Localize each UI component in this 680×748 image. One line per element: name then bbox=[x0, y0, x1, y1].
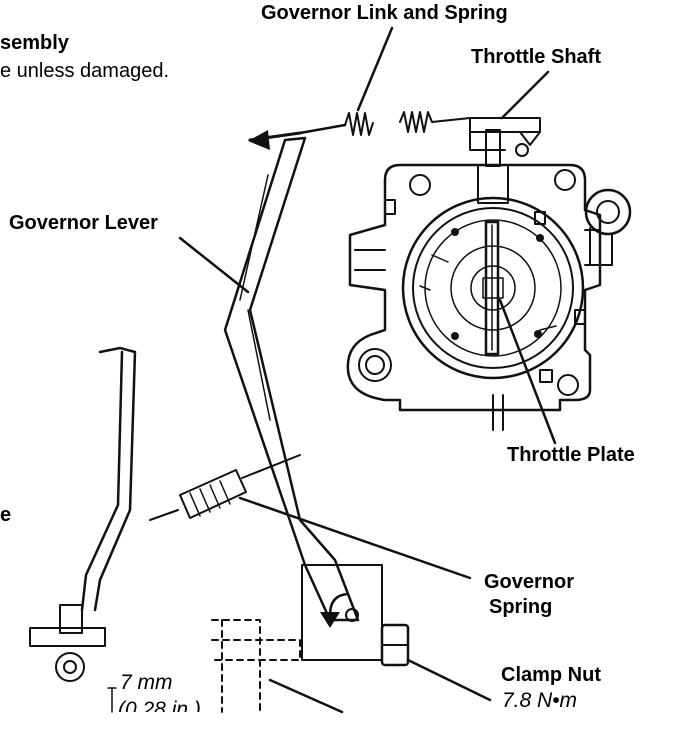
clipped-side-fragment: e bbox=[0, 504, 12, 526]
governor-spring-label-line1: Governor bbox=[484, 571, 575, 593]
clipped-body-fragment: e unless damaged. bbox=[0, 60, 170, 82]
clamp-nut bbox=[380, 623, 410, 667]
throttle-plate bbox=[484, 220, 500, 356]
clipped-heading-fragment: sembly bbox=[0, 32, 69, 54]
dimension-bracket bbox=[107, 687, 117, 713]
linkage-rod bbox=[29, 346, 137, 682]
governor-shaft bbox=[211, 619, 301, 713]
carburetor-body bbox=[346, 163, 602, 412]
governor-spring-label-line2: Spring bbox=[489, 596, 553, 618]
governor-link-and-spring bbox=[298, 111, 471, 136]
throttle-shaft bbox=[469, 117, 541, 431]
governor-lever-label: Governor Lever bbox=[9, 212, 158, 234]
idle-screw-boss bbox=[584, 188, 632, 266]
throttle-plate-label: Throttle Plate bbox=[507, 444, 635, 466]
dimension-in-label: (0.28 in.) bbox=[118, 698, 201, 712]
dimension-mm-label: 7 mm bbox=[120, 671, 173, 694]
governor-lever bbox=[223, 136, 383, 661]
carburetor-bore bbox=[401, 196, 585, 380]
governor-link-and-spring-label: Governor Link and Spring bbox=[261, 2, 508, 24]
clamp-nut-label: Clamp Nut bbox=[501, 664, 601, 686]
throttle-shaft-label: Throttle Shaft bbox=[471, 46, 601, 68]
clamp-nut-torque: 7.8 N•m bbox=[502, 689, 578, 712]
leader-lines bbox=[178, 26, 557, 714]
direction-arrow bbox=[248, 130, 302, 150]
governor-spring bbox=[149, 454, 301, 521]
